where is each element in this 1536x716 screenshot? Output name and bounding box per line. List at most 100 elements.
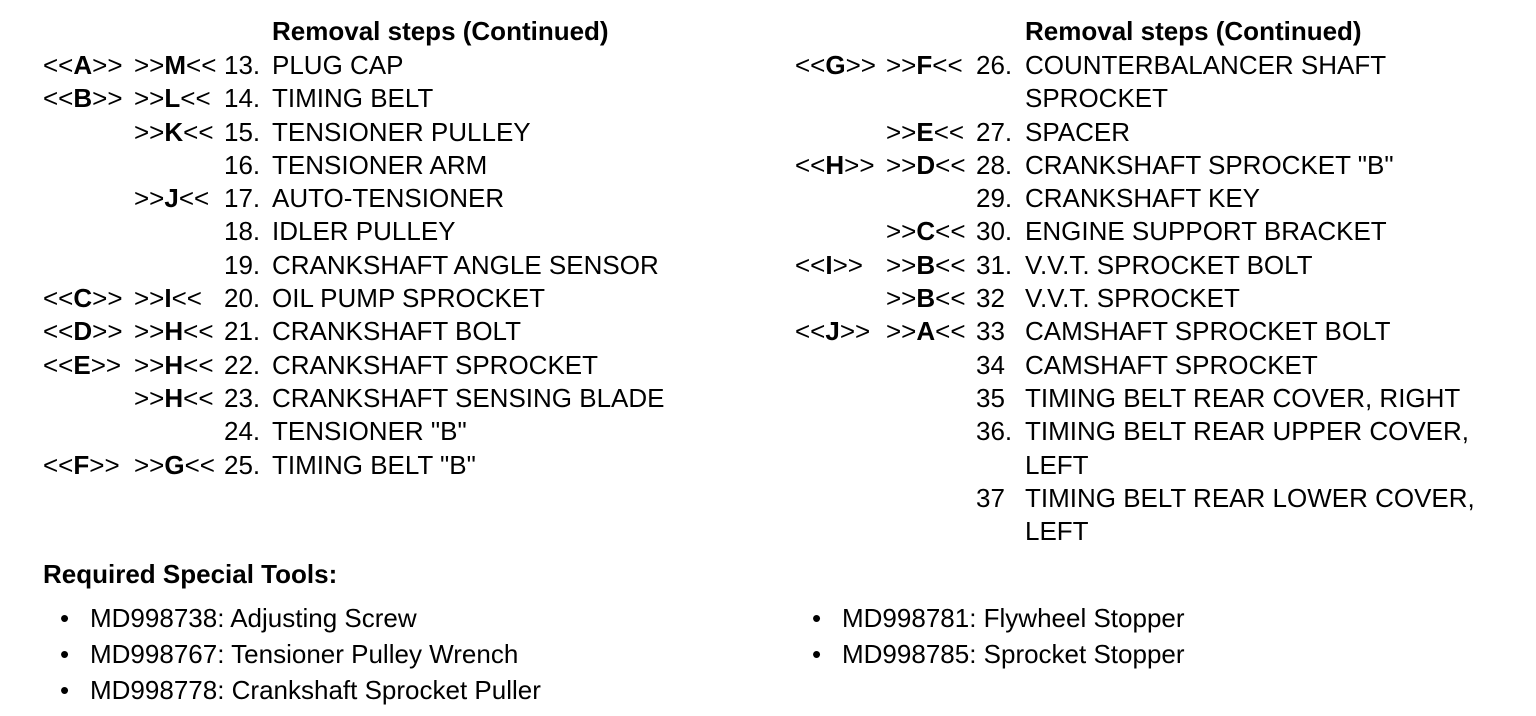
- service-ref-code: <<C>>: [43, 282, 123, 315]
- ref-close: >>: [92, 283, 123, 314]
- ref-close: <<: [935, 316, 966, 347]
- tool-item: •MD998781: Flywheel Stopper: [812, 600, 1185, 636]
- step-number: 20.: [224, 283, 261, 314]
- step-number: 30.: [976, 216, 1013, 247]
- step-number: 17.: [224, 183, 261, 214]
- step-number: 22.: [224, 349, 261, 380]
- tools-heading: Required Special Tools:: [43, 559, 338, 589]
- step-text: CRANKSHAFT KEY: [1025, 183, 1261, 214]
- install-ref-code: >>E<<: [886, 116, 964, 149]
- ref-letter: B: [916, 283, 936, 314]
- ref-letter: M: [164, 50, 187, 80]
- ref-close: >>: [839, 316, 871, 347]
- ref-close: >>: [92, 316, 123, 347]
- ref-open: >>: [134, 50, 165, 80]
- ref-open: <<: [43, 316, 74, 347]
- service-ref-code: <<J>>: [795, 315, 870, 348]
- step-text: V.V.T. SPROCKET BOLT: [1025, 249, 1313, 280]
- step-text: IDLER PULLEY: [272, 216, 456, 247]
- ref-close: >>: [845, 50, 876, 80]
- service-ref-code: <<A>>: [43, 49, 123, 82]
- step-number: 19.: [224, 249, 261, 280]
- ref-close: >>: [844, 149, 875, 180]
- ref-open: <<: [795, 316, 826, 347]
- step-number: 28.: [976, 149, 1013, 180]
- step-text: SPROCKET: [1025, 83, 1169, 114]
- ref-open: >>: [134, 382, 165, 413]
- service-ref-code: <<I>>: [795, 249, 863, 282]
- ref-close: >>: [92, 50, 123, 80]
- bullet-icon: •: [60, 675, 70, 705]
- step-number: 15.: [224, 116, 261, 147]
- bullet-icon: •: [60, 639, 70, 669]
- step-number: 14.: [224, 83, 261, 114]
- section-heading: Removal steps (Continued): [272, 16, 609, 46]
- ref-close: <<: [178, 183, 210, 214]
- step-number: 33: [976, 316, 1005, 347]
- install-ref-code: >>A<<: [886, 315, 966, 348]
- step-number: 37: [976, 482, 1005, 513]
- step-number: 25.: [224, 449, 261, 480]
- step-text: CRANKSHAFT BOLT: [272, 316, 521, 347]
- bullet-icon: •: [60, 603, 70, 633]
- ref-letter: I: [825, 249, 833, 280]
- ref-open: >>: [886, 50, 917, 80]
- ref-open: <<: [43, 83, 74, 114]
- step-text: TIMING BELT REAR LOWER COVER,: [1025, 482, 1475, 513]
- install-ref-code: >>J<<: [134, 182, 209, 215]
- ref-open: <<: [43, 449, 74, 480]
- ref-open: >>: [886, 149, 917, 180]
- ref-close: <<: [935, 216, 966, 247]
- service-ref-code: <<G>>: [795, 49, 876, 82]
- ref-open: <<: [795, 249, 826, 280]
- service-ref-code: <<D>>: [43, 315, 123, 348]
- ref-close: <<: [180, 83, 211, 114]
- ref-open: >>: [886, 116, 917, 147]
- step-number: 36.: [976, 416, 1013, 447]
- ref-close: >>: [90, 349, 122, 380]
- install-ref-code: >>K<<: [134, 116, 214, 149]
- install-ref-code: >>C<<: [886, 215, 966, 248]
- bullet-icon: •: [812, 603, 822, 633]
- ref-open: <<: [795, 50, 826, 80]
- step-text: LEFT: [1025, 516, 1089, 547]
- step-text: TIMING BELT REAR COVER, RIGHT: [1025, 382, 1461, 413]
- ref-letter: H: [164, 349, 184, 380]
- ref-open: >>: [886, 216, 917, 247]
- ref-letter: H: [164, 316, 184, 347]
- ref-open: >>: [886, 249, 917, 280]
- ref-letter: K: [164, 116, 184, 147]
- step-text: TENSIONER "B": [272, 416, 467, 447]
- install-ref-code: >>L<<: [134, 82, 211, 115]
- ref-open: >>: [134, 183, 165, 214]
- step-number: 23.: [224, 382, 261, 413]
- install-ref-code: >>B<<: [886, 282, 966, 315]
- ref-close: <<: [935, 283, 966, 314]
- tool-text: MD998767: Tensioner Pulley Wrench: [90, 639, 519, 669]
- ref-letter: F: [73, 449, 90, 480]
- install-ref-code: >>F<<: [886, 49, 963, 82]
- ref-open: >>: [134, 449, 165, 480]
- step-text: PLUG CAP: [272, 50, 404, 80]
- tool-text: MD998778: Crankshaft Sprocket Puller: [90, 675, 541, 705]
- install-ref-code: >>H<<: [134, 315, 214, 348]
- tools-list-right: •MD998781: Flywheel Stopper•MD998785: Sp…: [812, 600, 1185, 672]
- ref-letter: J: [164, 183, 179, 214]
- ref-open: >>: [134, 349, 165, 380]
- step-number: 13.: [224, 50, 261, 80]
- ref-letter: H: [825, 149, 845, 180]
- step-text: CAMSHAFT SPROCKET: [1025, 349, 1318, 380]
- step-text: V.V.T. SPROCKET: [1025, 283, 1240, 314]
- step-number: 24.: [224, 416, 261, 447]
- step-text: CRANKSHAFT SPROCKET: [272, 349, 599, 380]
- tool-item: •MD998785: Sprocket Stopper: [812, 636, 1185, 672]
- step-number: 35: [976, 382, 1005, 413]
- ref-open: <<: [43, 283, 74, 314]
- step-text: TIMING BELT: [272, 83, 434, 114]
- ref-open: <<: [795, 149, 826, 180]
- install-ref-code: >>M<<: [134, 49, 216, 82]
- ref-close: <<: [186, 50, 217, 80]
- step-number: 26.: [976, 50, 1013, 80]
- ref-letter: B: [73, 83, 93, 114]
- step-text: TIMING BELT REAR UPPER COVER,: [1025, 416, 1470, 447]
